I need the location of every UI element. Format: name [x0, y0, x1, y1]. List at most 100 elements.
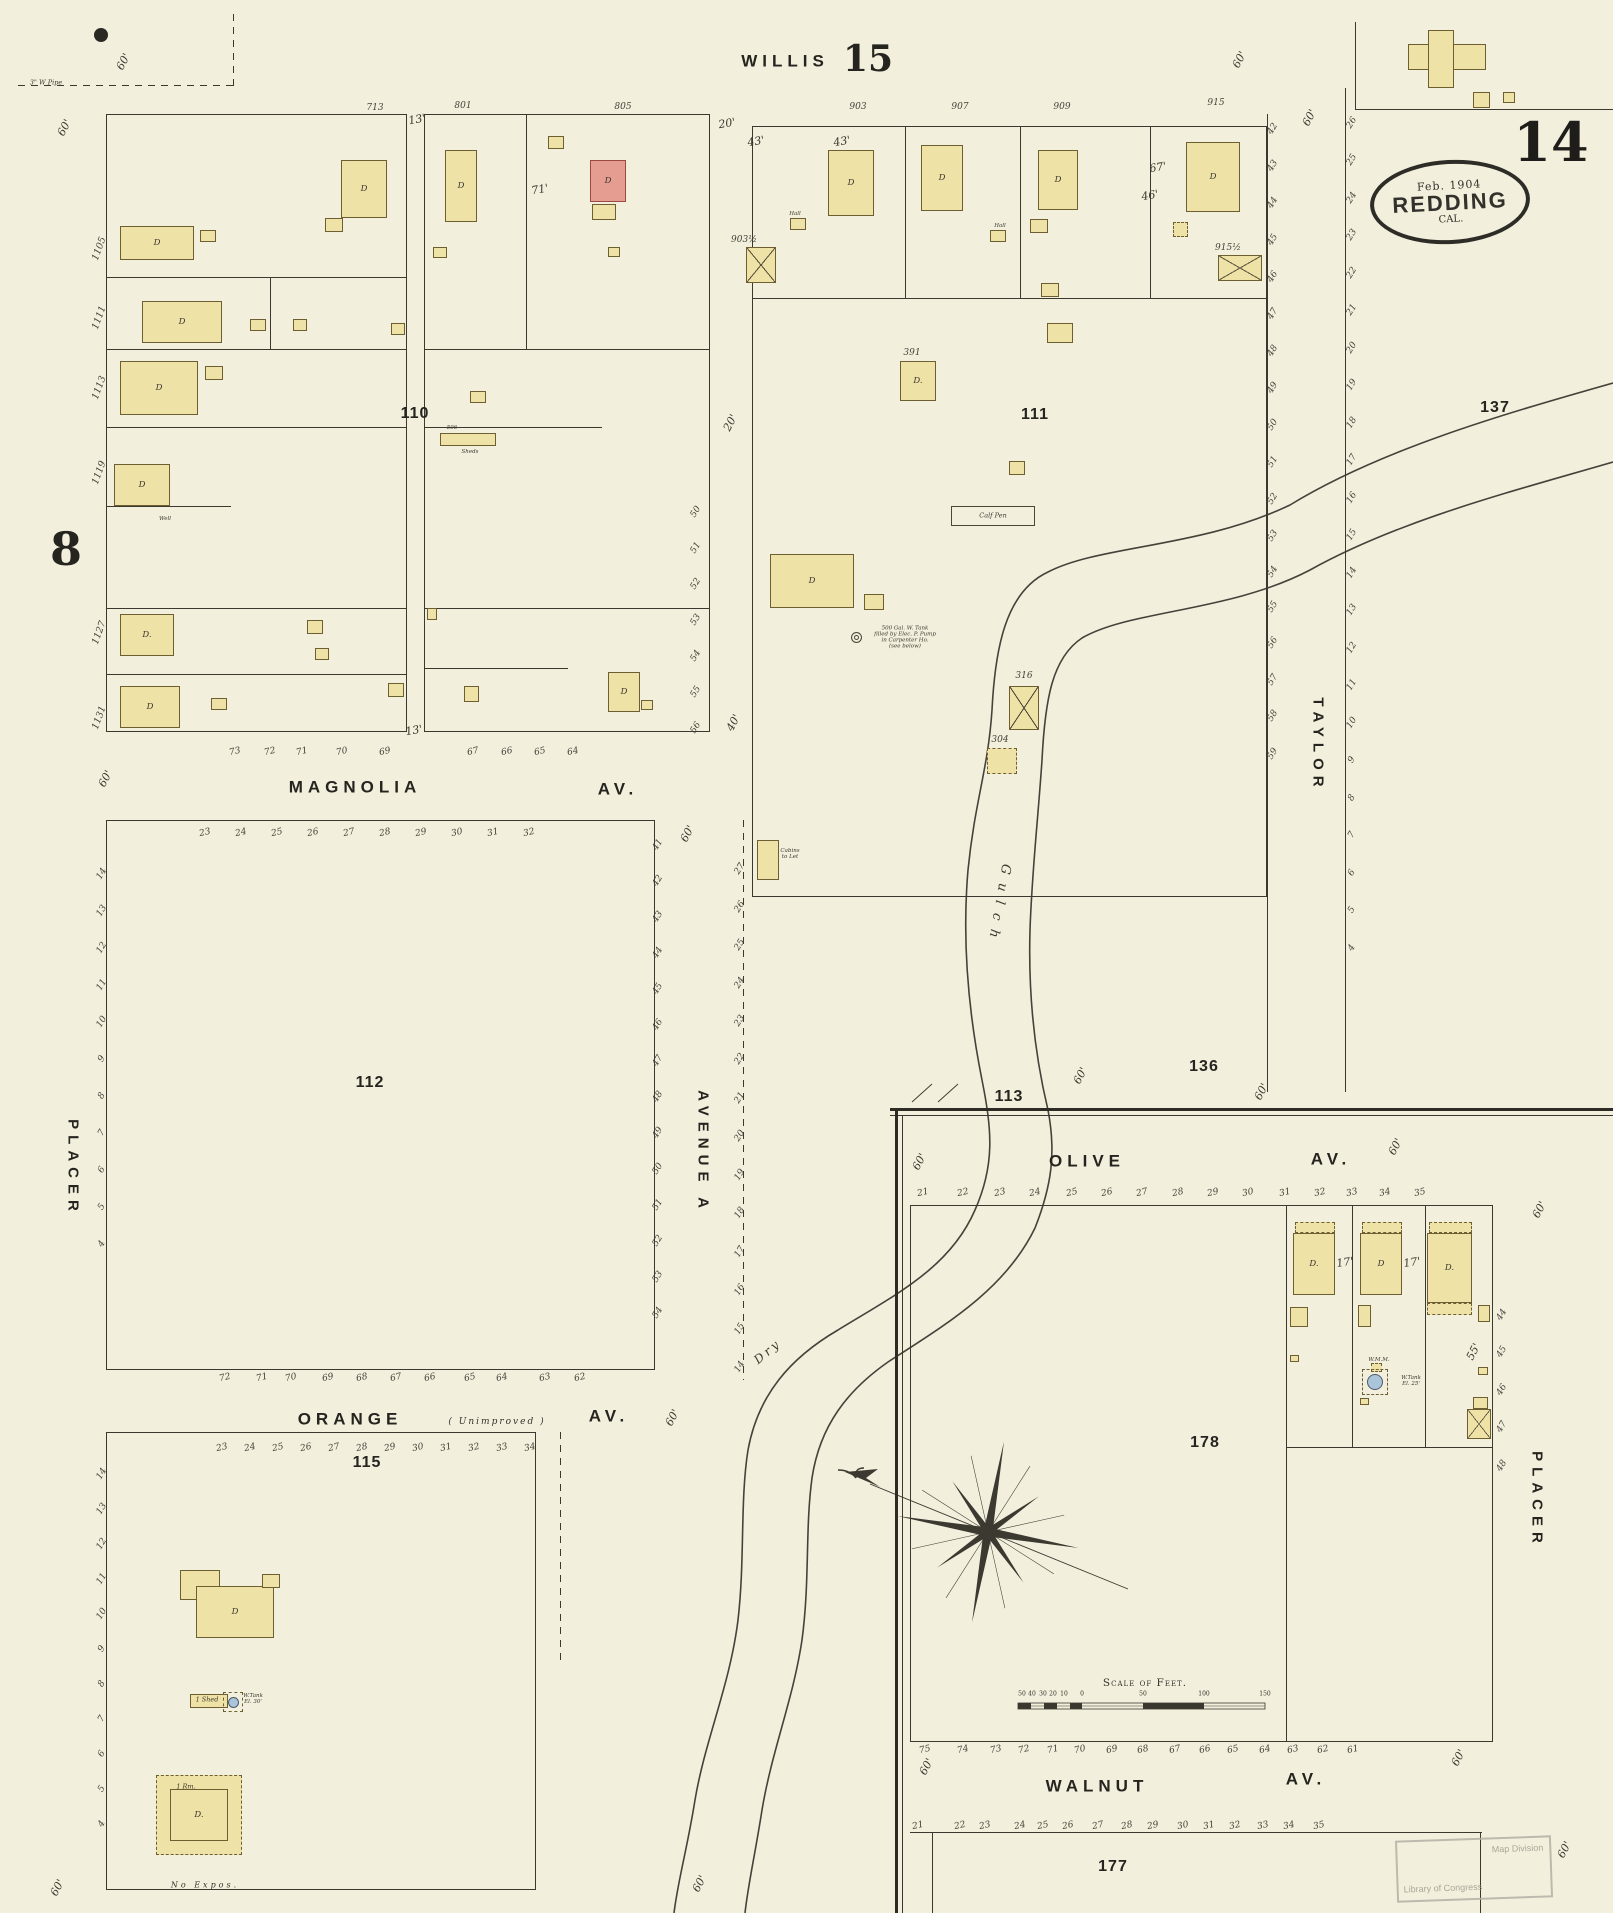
- map-annotation: Well: [159, 515, 171, 522]
- lot-number: 6: [1346, 867, 1358, 879]
- lot-number: 48: [1494, 1458, 1510, 1474]
- map-line: [424, 427, 602, 429]
- lot-number: 74: [956, 1743, 970, 1757]
- street-label: AVENUE A: [694, 1090, 712, 1214]
- lot-number: 304: [991, 734, 1009, 745]
- lot-number: 32: [1313, 1186, 1327, 1200]
- street-label: AV.: [1285, 1769, 1327, 1789]
- water-tank: [851, 632, 862, 643]
- map-annotation: W.M.M.: [1368, 1356, 1390, 1363]
- building-footprint: D.: [170, 1789, 228, 1841]
- building-footprint: [211, 698, 227, 710]
- building-footprint: [1009, 686, 1039, 730]
- lot-number: 316: [1015, 670, 1033, 681]
- lot-number: 73: [228, 745, 242, 759]
- block-number: 115: [352, 1454, 382, 1472]
- building-footprint: D: [608, 672, 640, 712]
- lot-number: 44: [1494, 1307, 1510, 1323]
- dimension-label: 60': [1385, 1136, 1406, 1158]
- building-footprint: [757, 840, 779, 880]
- lot-number: 47: [1494, 1419, 1510, 1435]
- lot-number: 27: [1091, 1819, 1105, 1833]
- building-use-label: D.: [913, 376, 923, 386]
- map-line: [18, 85, 236, 87]
- map-line: [270, 277, 272, 349]
- building-footprint: [250, 319, 266, 331]
- building-use-label: D: [457, 181, 465, 191]
- map-line: [1020, 126, 1022, 298]
- scale-label: 20: [1049, 1690, 1057, 1698]
- lot-number: 20: [1344, 340, 1360, 356]
- map-annotation: Hall: [994, 222, 1006, 229]
- lot-number: 69: [378, 745, 392, 759]
- lot-number: 72: [1017, 1743, 1031, 1757]
- street-label: AV.: [588, 1406, 630, 1426]
- dimension-label: 60': [1529, 1199, 1550, 1221]
- street-label: PLACER: [64, 1119, 82, 1217]
- lot-number: 30: [1241, 1186, 1255, 1200]
- lot-number: 63: [538, 1371, 552, 1385]
- lot-number: 18: [732, 1205, 748, 1221]
- building-use-label: D: [155, 383, 163, 393]
- building-footprint: [190, 1694, 228, 1708]
- building-use-label: D: [808, 576, 816, 586]
- map-annotation: Cabins to Let: [780, 847, 800, 860]
- block-outline: [424, 114, 710, 732]
- lot-number: 71: [1046, 1743, 1060, 1757]
- lot-number: 24: [1344, 190, 1360, 206]
- building-footprint: D: [120, 361, 198, 415]
- building-footprint: [293, 319, 307, 331]
- scale-label: 0: [1080, 1690, 1084, 1698]
- building-footprint: D: [921, 145, 963, 211]
- building-footprint: [1009, 461, 1025, 475]
- building-footprint: [1358, 1305, 1371, 1327]
- lot-number: 903: [849, 101, 867, 112]
- building-use-label: D.: [1444, 1263, 1455, 1273]
- lot-number: 70: [284, 1371, 298, 1385]
- building-footprint: D.: [1427, 1233, 1472, 1303]
- structure-outline: [223, 1692, 243, 1712]
- dimension-label: 20': [720, 412, 741, 434]
- building-footprint: [1173, 222, 1188, 237]
- lot-number: 26: [1100, 1186, 1114, 1200]
- dimension-label: 60': [909, 1151, 930, 1173]
- lot-number: 70: [335, 745, 349, 759]
- lot-number: 21: [732, 1090, 748, 1106]
- map-line: [932, 1832, 934, 1913]
- lot-number: 909: [1053, 101, 1071, 112]
- dimension-label: 60': [1251, 1081, 1272, 1103]
- street-label: OLIVE: [1048, 1151, 1126, 1171]
- lot-number: 29: [1146, 1819, 1160, 1833]
- lot-number: 22: [956, 1186, 970, 1200]
- sheet-number-label: 14: [1513, 109, 1589, 174]
- block-number: 113: [994, 1088, 1024, 1106]
- building-use-label: D: [1377, 1259, 1385, 1269]
- lot-number: 63: [1286, 1743, 1300, 1757]
- map-annotation: 1 Shed: [195, 1695, 219, 1704]
- map-annotation: W.Tank El. 30': [243, 1692, 263, 1705]
- street-label: AV.: [1310, 1149, 1352, 1169]
- scale-label: 50: [1139, 1690, 1147, 1698]
- dimension-label: 60': [54, 117, 75, 139]
- dimension-label: 60': [1070, 1065, 1091, 1087]
- scale-label: 50: [1018, 1690, 1026, 1698]
- lot-number: 24: [1013, 1819, 1027, 1833]
- lot-number: 73: [989, 1743, 1003, 1757]
- lot-number: 24: [1028, 1186, 1042, 1200]
- lot-number: 23: [978, 1819, 992, 1833]
- lot-number: 62: [1316, 1743, 1330, 1757]
- lot-number: 25: [1344, 152, 1360, 168]
- lot-number: 69: [321, 1371, 335, 1385]
- building-footprint: [1428, 30, 1454, 88]
- building-footprint: [1473, 1397, 1488, 1409]
- map-line: [1425, 1205, 1427, 1447]
- dimension-label: 60': [113, 51, 134, 73]
- lot-number: 16: [732, 1282, 748, 1298]
- map-line: [233, 14, 235, 86]
- block-number: 136: [1189, 1058, 1219, 1076]
- building-footprint: [1429, 1222, 1472, 1233]
- lot-number: 26: [1061, 1819, 1075, 1833]
- map-line: [1355, 22, 1357, 109]
- lot-number: 19: [732, 1167, 748, 1183]
- map-line: [905, 126, 907, 298]
